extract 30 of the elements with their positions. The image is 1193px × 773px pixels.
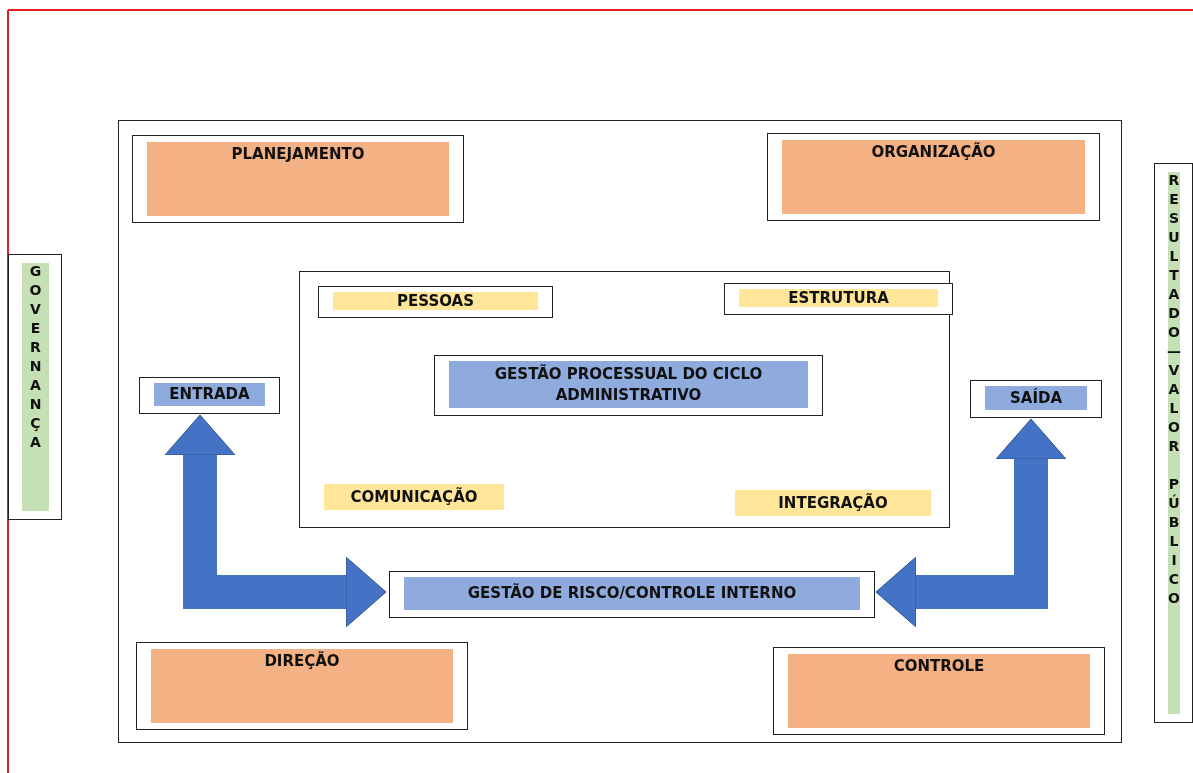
framed-box (136, 642, 468, 730)
heading-panel: PLANEJAMENTO (147, 142, 449, 216)
framed-box (434, 355, 823, 416)
highlighted-label: INTEGRAÇÃO (735, 490, 931, 516)
frame-box (118, 120, 1122, 743)
highlighted-label: GESTÃO DE RISCO/CONTROLE INTERNO (404, 577, 860, 610)
framed-box (970, 380, 1102, 418)
highlighted-label: SAÍDA (985, 386, 1087, 410)
vertical-label: RESULTADO—VALOR PÚBLICO (1168, 172, 1180, 714)
framed-box (132, 135, 464, 223)
framed-box (767, 133, 1100, 221)
highlighted-label: ESTRUTURA (739, 289, 938, 307)
highlighted-label: GESTÃO PROCESSUAL DO CICLO ADMINISTRATIVO (449, 361, 808, 408)
framed-box (389, 571, 875, 618)
framed-box (1154, 163, 1193, 723)
framed-box (773, 647, 1105, 735)
heading-panel: DIREÇÃO (151, 649, 453, 723)
framed-box (8, 254, 62, 520)
framed-box (139, 377, 280, 414)
heading-panel: ORGANIZAÇÃO (782, 140, 1085, 214)
double-block-arrow (164, 414, 387, 628)
framed-box (724, 283, 953, 315)
heading-panel: CONTROLE (788, 654, 1090, 728)
highlighted-label: ENTRADA (154, 383, 265, 406)
highlighted-label: COMUNICAÇÃO (324, 484, 504, 510)
frame-box (299, 271, 950, 528)
vertical-label: GOVERNANÇA (22, 263, 49, 511)
highlighted-label: PESSOAS (333, 292, 538, 310)
framed-box (318, 286, 553, 318)
double-block-arrow (875, 418, 1067, 628)
